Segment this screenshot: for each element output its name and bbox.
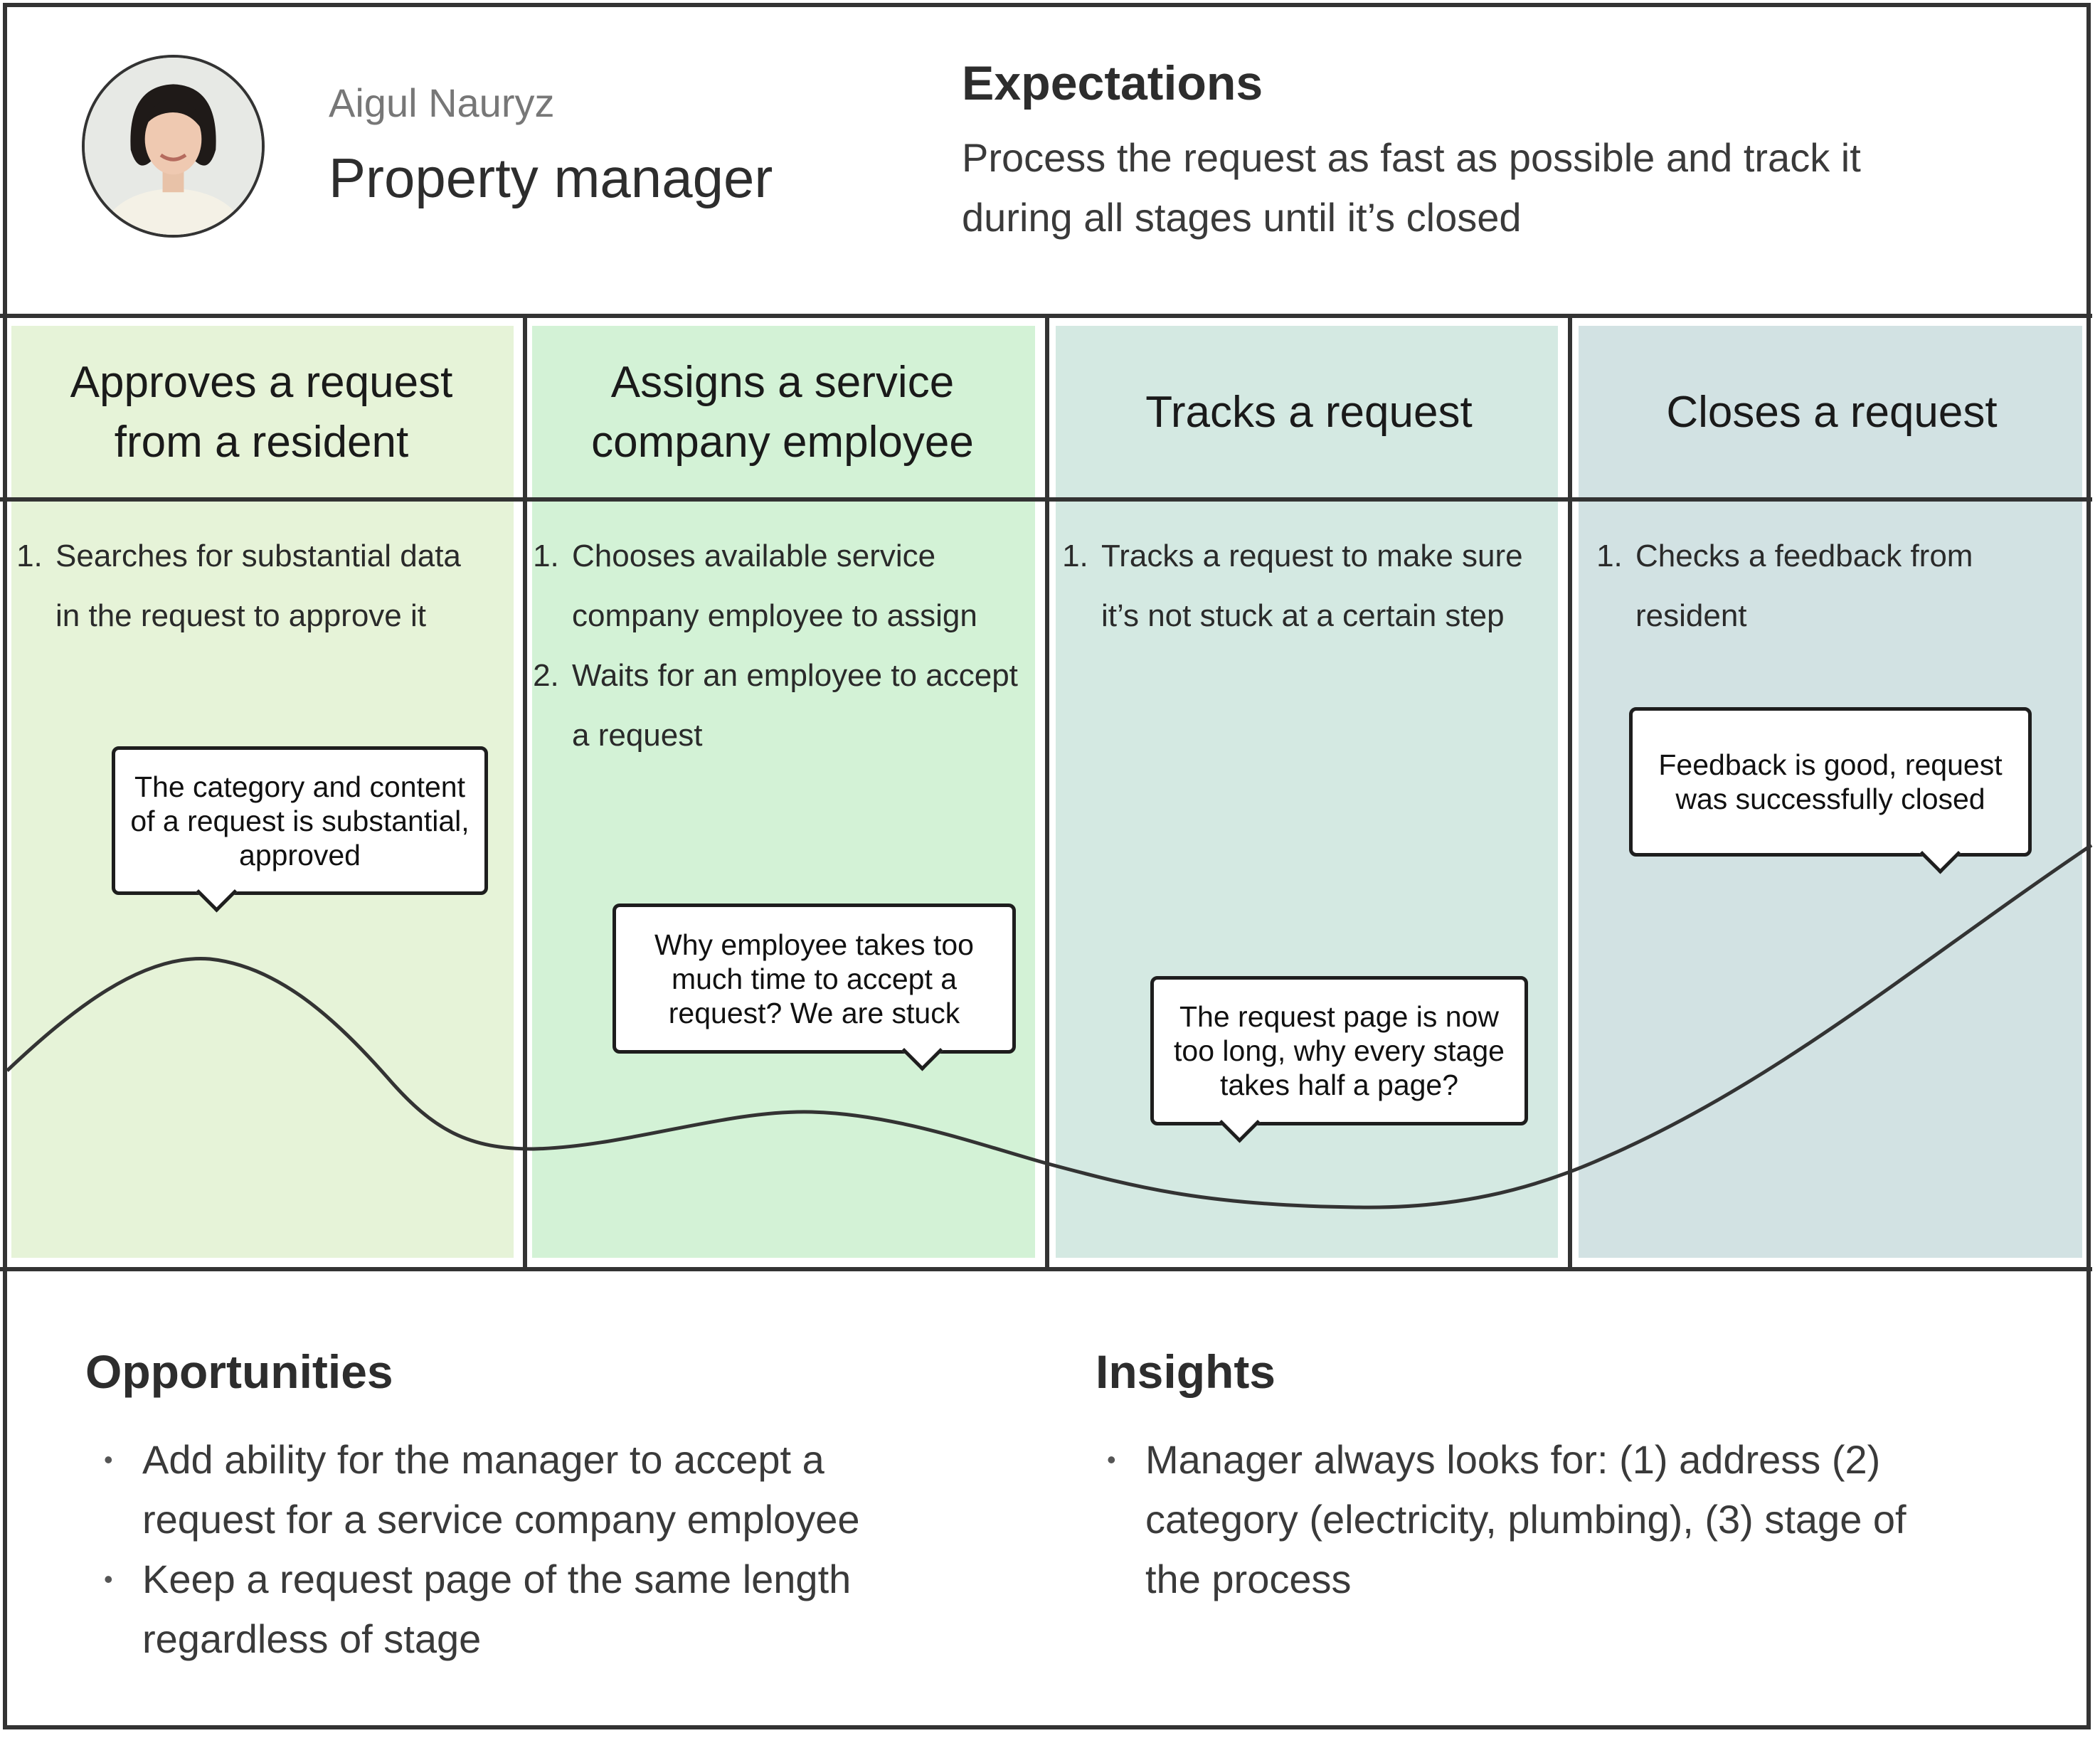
expectations-text: Process the request as fast as possible … [962,135,1861,240]
step-item: Chooses available service company employ… [568,526,1037,646]
stage-steps-approve: Searches for substantial data in the req… [17,526,492,646]
opportunities-title: Opportunities [85,1345,393,1398]
stage-divider [1045,314,1049,1271]
note-bubble-assign: Why employee takes too much time to acce… [612,904,1016,1071]
note-text: Why employee takes too much time to acce… [654,928,974,1029]
avatar [82,55,265,238]
note-bubble-approve: The category and content of a request is… [112,746,488,913]
note-text: Feedback is good, request was successful… [1658,748,2003,815]
step-item: Waits for an employee to accept a reques… [568,646,1037,765]
note-bubble-track: The request page is now too long, why ev… [1150,976,1528,1143]
note-text: The request page is now too long, why ev… [1174,1000,1505,1101]
step-item: Checks a feedback from resident [1631,526,2086,646]
stage-title-track: Tracks a request [1145,388,1473,437]
stage-title-assign: Assigns a service company employee [591,358,974,467]
insights-list: Manager always looks for: (1) address (2… [1088,1430,1971,1609]
expectations-title: Expectations [962,56,1263,110]
stage-steps-track: Tracks a request to make sure it’s not s… [1063,526,1545,646]
person-photo-icon [85,58,262,235]
stage-title-approve: Approves a request from a resident [70,358,453,467]
stage-steps-assign: Chooses available service company employ… [534,526,1037,765]
note-bubble-close: Feedback is good, request was successful… [1629,707,2032,874]
stage-divider [1568,314,1572,1271]
step-item: Searches for substantial data in the req… [51,526,492,646]
opportunity-item: Add ability for the manager to accept a … [85,1430,967,1549]
stage-title-close: Closes a request [1666,388,1998,437]
opportunity-item: Keep a request page of the same length r… [85,1549,967,1669]
persona-name: Aigul Nauryz [329,80,555,125]
insight-item: Manager always looks for: (1) address (2… [1088,1430,1971,1609]
stage-steps-close: Checks a feedback from resident [1597,526,2086,646]
opportunities-list: Add ability for the manager to accept a … [85,1430,967,1669]
stage-divider [523,314,527,1271]
note-text: The category and content of a request is… [130,770,470,871]
persona-role: Property manager [329,147,773,209]
step-item: Tracks a request to make sure it’s not s… [1097,526,1545,646]
insights-title: Insights [1096,1345,1276,1398]
